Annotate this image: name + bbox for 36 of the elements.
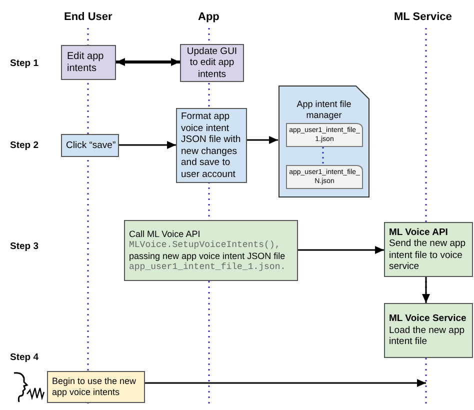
box-text: Click “save”: [66, 140, 116, 152]
box-text: Send the new app intent file to voice service: [389, 238, 467, 272]
process-box: [384, 222, 473, 277]
box-text: Load the new app intent file: [389, 324, 466, 348]
step-label: Step 3: [10, 240, 39, 254]
arrow: [422, 277, 430, 303]
column-heading: App: [198, 10, 220, 25]
code-text: MLVoice.SetupVoiceIntents(),: [129, 240, 280, 250]
arrow: [145, 379, 426, 387]
box-heading: ML Voice Service: [389, 313, 466, 325]
process-box: [180, 44, 244, 82]
step-label: Step 1: [10, 57, 39, 71]
arrow: [119, 141, 176, 149]
arrow: [298, 246, 384, 254]
process-box: [61, 45, 116, 80]
process-box: [61, 134, 119, 157]
process-box: [47, 371, 145, 403]
connector-line: [322, 147, 324, 165]
box-text: App intent file manager: [296, 99, 352, 121]
column-heading: End User: [64, 10, 112, 25]
box-text: Format app voice intent JSON file with new changes and save to user account: [181, 111, 242, 180]
process-box: [124, 220, 298, 281]
box-text: Call ML Voice API: [129, 228, 200, 240]
code-text: app_user1_intent_file_1.json.: [129, 262, 286, 272]
box-text: Edit app intents: [67, 50, 105, 74]
step-label: Step 4: [10, 351, 39, 365]
arrow: [247, 136, 278, 144]
step-label: Step 2: [10, 139, 39, 153]
document-shape: [278, 85, 370, 198]
arrow: [116, 58, 180, 66]
box-text: Begin to use the new app voice intents: [52, 376, 138, 398]
box-text: Update GUI to edit app intents: [186, 46, 238, 80]
box-heading: ML Voice API: [389, 226, 448, 238]
box-text: passing new app voice intent JSON file: [129, 250, 286, 261]
process-box: [384, 303, 473, 358]
column-heading: ML Service: [394, 10, 452, 25]
